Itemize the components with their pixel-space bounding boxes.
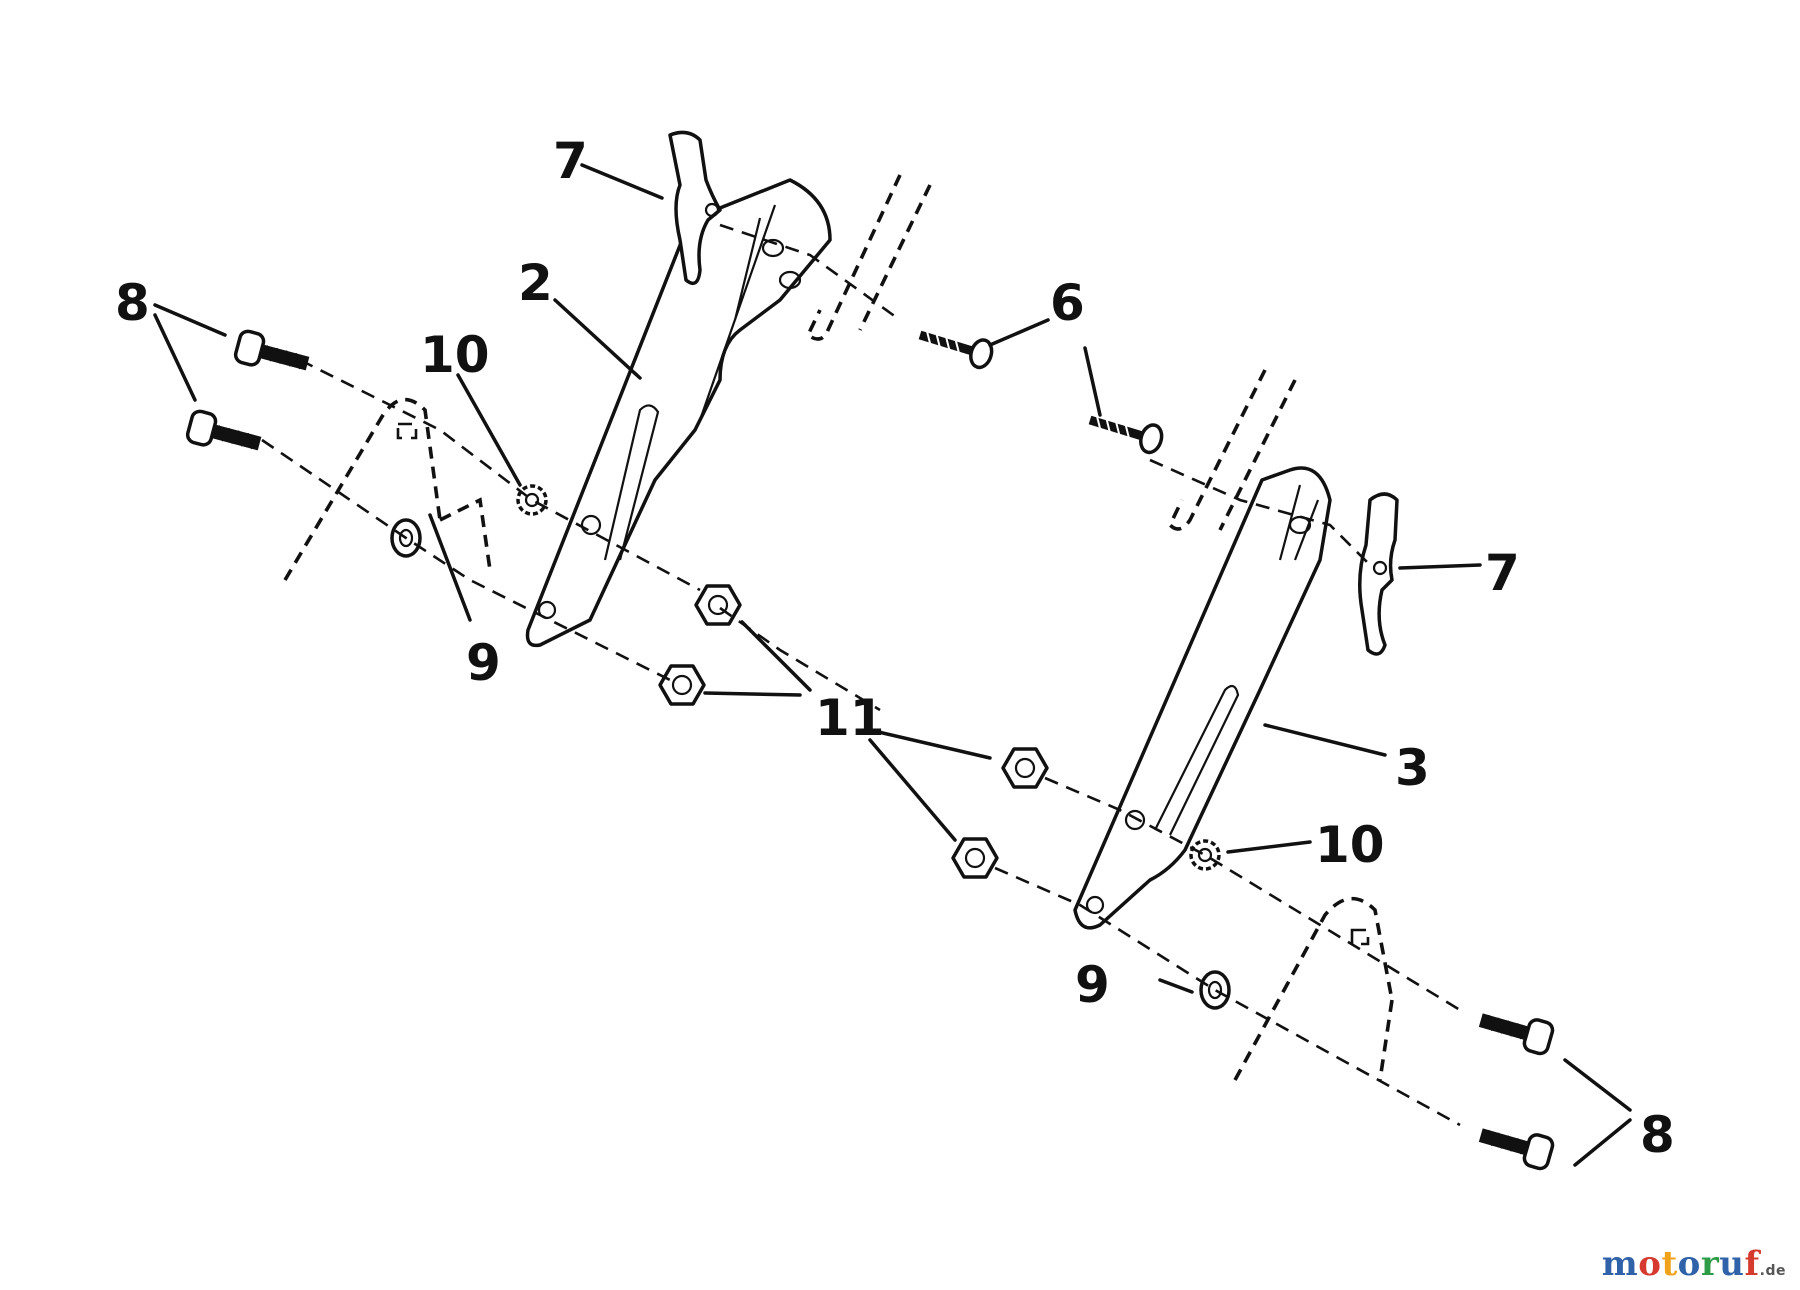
watermark-letter: u [1719,1244,1745,1284]
watermark-letter: o [1677,1244,1701,1284]
bolt-8-lower-right [1476,1120,1554,1171]
callout-9-left: 9 [466,634,501,692]
callout-10-left: 10 [420,326,490,384]
watermark-letter: m [1601,1244,1639,1284]
lever-7-right [1358,492,1399,656]
lever-7-left [668,130,722,286]
callout-8-left: 8 [115,274,150,332]
star-nut-10-left [516,484,548,516]
callout-2: 2 [518,254,553,312]
nut-11-upper-left [694,584,742,626]
watermark-suffix: .de [1759,1263,1786,1279]
callout-10-right: 10 [1315,816,1385,874]
watermark-logo: motoruf.de [1602,1244,1786,1284]
screw-6-left [916,322,995,370]
callout-7-right: 7 [1485,544,1520,602]
bolt-8-upper-left [234,330,312,380]
bracket-left-frame [283,397,492,581]
bolt-8-upper-right [1476,1005,1554,1056]
callout-7-left: 7 [553,132,588,190]
callout-11: 11 [815,689,885,747]
bracket-3 [1073,466,1332,930]
bolt-8-lower-left [186,410,264,460]
washer-9-right [1199,970,1231,1010]
assembly-lines-left [261,223,901,712]
callout-9-right: 9 [1075,956,1110,1014]
assembly-lines-right [994,458,1461,1127]
star-nut-10-right [1189,839,1221,871]
callout-3: 3 [1395,739,1430,797]
bracket-right-frame [1233,896,1394,1081]
nut-11-lower-left [658,664,706,706]
nut-11-lower-right [951,837,999,879]
callout-8-right: 8 [1640,1106,1675,1164]
watermark-letter: f [1744,1244,1760,1284]
watermark-letter: r [1700,1244,1720,1284]
handle-column-left [805,174,932,341]
watermark-letter: t [1661,1244,1678,1284]
callout-6: 6 [1050,274,1085,332]
callout-labels: 7 2 8 10 9 11 6 7 3 10 9 8 [115,132,1675,1164]
watermark-letter: o [1638,1244,1662,1284]
screw-6-right [1086,407,1165,455]
handle-column-right [1167,369,1297,531]
nut-11-upper-right [1001,747,1049,789]
leader-lines [153,163,1632,1167]
bracket-2 [525,178,832,648]
